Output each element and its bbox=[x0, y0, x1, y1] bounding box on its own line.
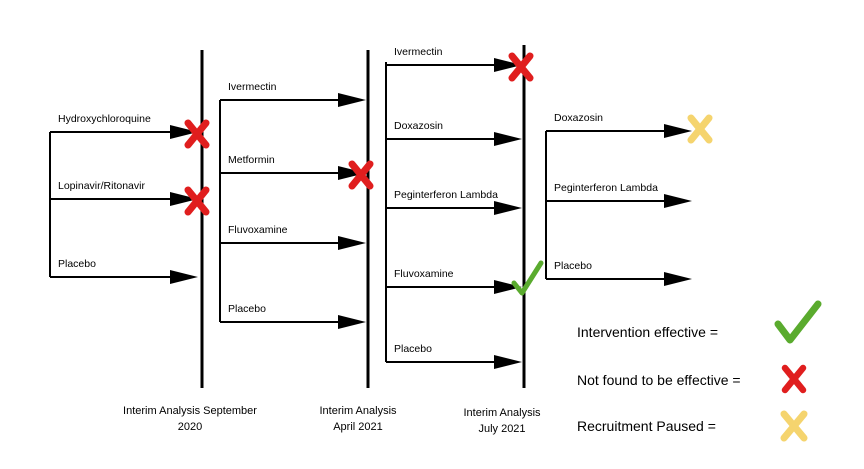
red-x-icon bbox=[348, 160, 374, 190]
arm-label: Ivermectin bbox=[394, 46, 443, 58]
red-x-icon bbox=[508, 52, 534, 82]
arm-1-2: Lopinavir/Ritonavir bbox=[50, 180, 210, 216]
arm-label: Hydroxychloroquine bbox=[58, 113, 151, 125]
arm-3-2: Doxazosin bbox=[386, 120, 522, 146]
arm-1-3: Placebo bbox=[50, 258, 198, 284]
phase-label-3-line2: July 2021 bbox=[478, 423, 525, 435]
arm-label: Placebo bbox=[58, 258, 96, 270]
arm-3-1: Ivermectin bbox=[386, 46, 534, 82]
arm-4-3: Placebo bbox=[546, 260, 692, 286]
legend-yellow-x-icon bbox=[780, 410, 808, 442]
arm-label: Placebo bbox=[554, 260, 592, 272]
arm-label: Metformin bbox=[228, 154, 275, 166]
arm-label: Fluvoxamine bbox=[228, 224, 288, 236]
legend-paused-label: Recruitment Paused = bbox=[577, 418, 716, 434]
arm-label: Peginterferon Lambda bbox=[394, 189, 498, 201]
phase-label-1-line2: 2020 bbox=[178, 421, 202, 433]
legend-red-x-icon bbox=[781, 364, 807, 394]
arm-1-1: Hydroxychloroquine bbox=[50, 113, 210, 149]
arm-2-2: Metformin bbox=[220, 154, 374, 190]
legend: Intervention effective = Not found to be… bbox=[577, 300, 822, 442]
arm-3-4: Fluvoxamine bbox=[386, 260, 544, 296]
arm-label: Placebo bbox=[228, 303, 266, 315]
arm-label: Doxazosin bbox=[554, 112, 603, 124]
yellow-x-icon bbox=[687, 114, 713, 144]
stage-1: HydroxychloroquineLopinavir/RitonavirPla… bbox=[49, 113, 210, 284]
arm-label: Doxazosin bbox=[394, 120, 443, 132]
arm-label: Ivermectin bbox=[228, 81, 277, 93]
phase-label-2-line2: April 2021 bbox=[333, 421, 383, 433]
legend-check-icon bbox=[774, 300, 822, 344]
arm-label: Placebo bbox=[394, 343, 432, 355]
legend-effective-label: Intervention effective = bbox=[577, 324, 718, 340]
red-x-icon bbox=[184, 186, 210, 216]
phase-label-3-line1: Interim Analysis bbox=[463, 407, 541, 419]
arm-label: Lopinavir/Ritonavir bbox=[58, 180, 145, 192]
phase-label-3: Interim Analysis July 2021 bbox=[463, 407, 541, 435]
arm-label: Fluvoxamine bbox=[394, 268, 454, 280]
arm-2-1: Ivermectin bbox=[220, 81, 366, 107]
arm-4-1: Doxazosin bbox=[546, 112, 713, 144]
arm-3-3: Peginterferon Lambda bbox=[386, 189, 522, 215]
check-icon bbox=[511, 260, 544, 296]
arm-4-2: Peginterferon Lambda bbox=[546, 182, 692, 208]
legend-not-effective-label: Not found to be effective = bbox=[577, 372, 741, 388]
stages-layer: HydroxychloroquineLopinavir/RitonavirPla… bbox=[49, 46, 713, 369]
arm-label: Peginterferon Lambda bbox=[554, 182, 658, 194]
phase-label-1-line1: Interim Analysis September bbox=[123, 405, 257, 417]
arm-2-3: Fluvoxamine bbox=[220, 224, 366, 250]
phase-label-1: Interim Analysis September 2020 bbox=[123, 405, 257, 433]
arm-2-4: Placebo bbox=[220, 303, 366, 329]
arm-3-5: Placebo bbox=[386, 343, 522, 369]
phase-label-2: Interim Analysis April 2021 bbox=[319, 405, 397, 433]
phase-label-2-line1: Interim Analysis bbox=[319, 405, 397, 417]
red-x-icon bbox=[184, 119, 210, 149]
